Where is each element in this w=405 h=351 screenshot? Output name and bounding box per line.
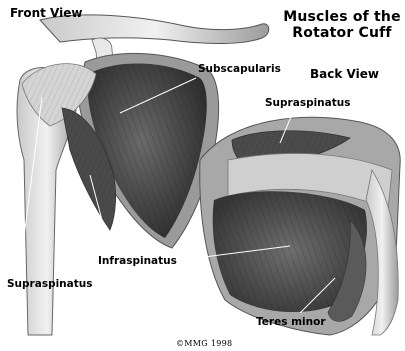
label-subscapularis: Subscapularis — [198, 63, 281, 75]
back-view-label: Back View — [310, 67, 379, 81]
diagram-title-line2: Rotator Cuff — [282, 25, 402, 41]
label-teres-minor: Teres minor — [256, 316, 326, 328]
diagram-title: Muscles of the Rotator Cuff — [282, 9, 402, 41]
back-view-shoulder — [200, 117, 400, 335]
label-supraspinatus-back: Supraspinatus — [265, 97, 351, 109]
copyright-notice: ©MMG 1998 — [176, 339, 232, 348]
label-infraspinatus: Infraspinatus — [98, 255, 177, 267]
diagram-title-line1: Muscles of the — [282, 9, 402, 25]
label-supraspinatus-front: Supraspinatus — [7, 278, 93, 290]
front-view-label: Front View — [10, 6, 82, 20]
